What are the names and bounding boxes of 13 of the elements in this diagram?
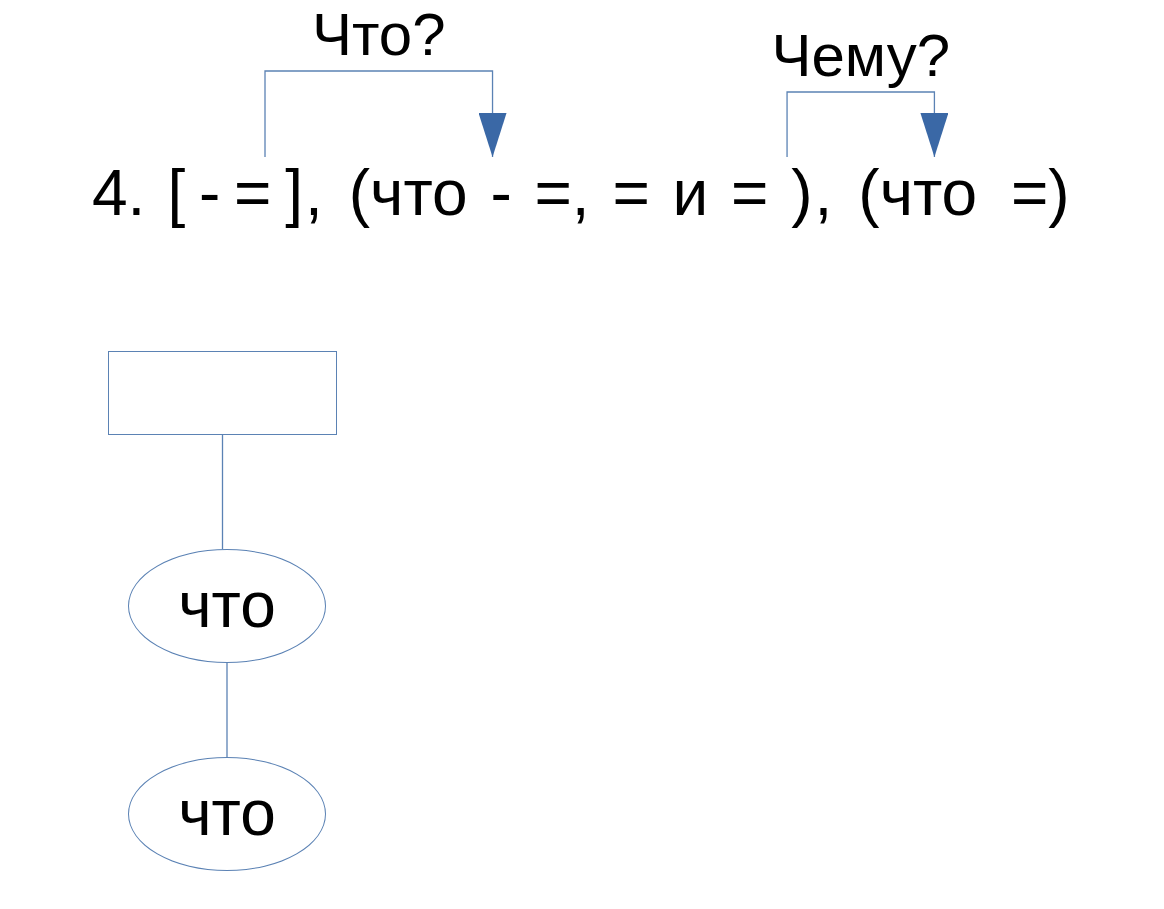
connector-line <box>226 662 228 758</box>
arrow <box>264 70 507 158</box>
comma: , <box>304 157 323 231</box>
node-text: что <box>178 569 276 643</box>
connector-line <box>221 434 224 550</box>
clause-scheme: [ - = ] <box>167 157 303 231</box>
arrow <box>786 91 949 158</box>
comma: , <box>814 157 833 231</box>
node-text: что <box>178 777 276 851</box>
rectangle-node <box>108 351 337 435</box>
clause-scheme: (что =) <box>858 157 1070 231</box>
sentence-number: 4. <box>92 157 146 231</box>
clause-scheme: (что - =, = и = ) <box>348 157 813 231</box>
